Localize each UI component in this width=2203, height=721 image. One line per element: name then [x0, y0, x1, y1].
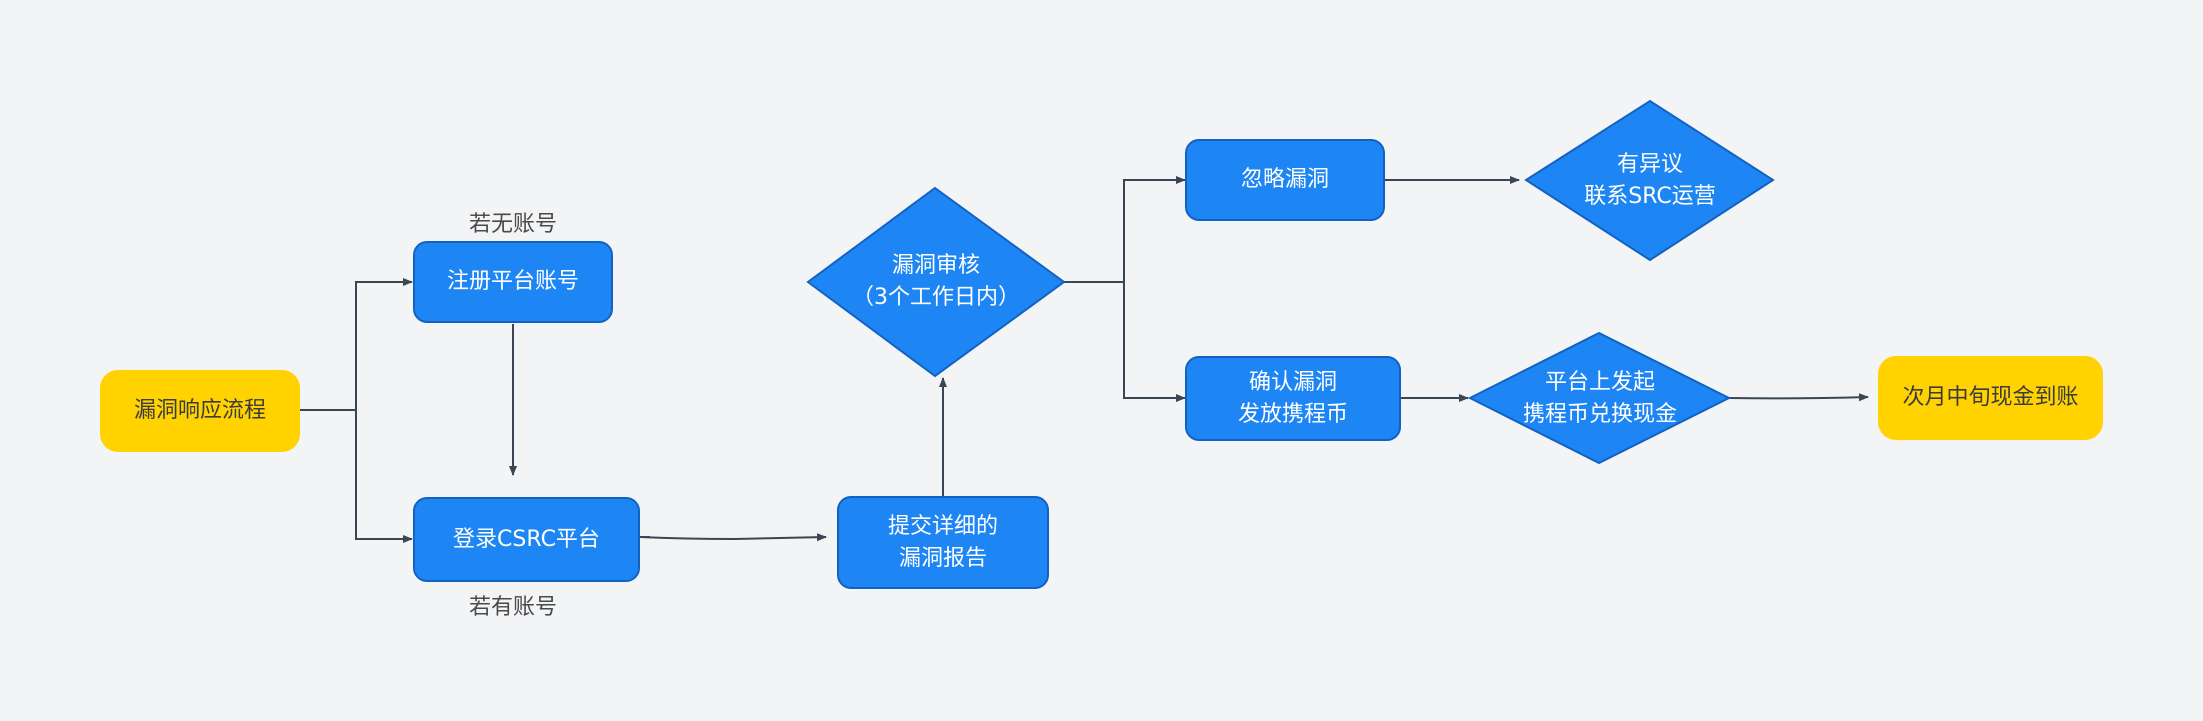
dispute-diamond-shape — [1524, 99, 1775, 262]
review-diamond-shape — [806, 186, 1066, 378]
edge-exchange-to-payout — [1728, 393, 1869, 402]
confirm-node: 确认漏洞 发放携程币 — [1185, 356, 1401, 441]
login-node: 登录CSRC平台 — [413, 497, 640, 582]
ignore-node: 忽略漏洞 — [1185, 139, 1385, 221]
exchange-node: 平台上发起 携程币兑换现金 — [1522, 370, 1677, 427]
register-node: 注册平台账号 — [413, 241, 613, 323]
edge-start-to-register — [300, 278, 413, 411]
dispute-node: 有异议 联系SRC运营 — [1584, 152, 1716, 209]
edge-login-to-submit — [639, 533, 827, 542]
start-node: 漏洞响应流程 — [100, 370, 300, 452]
exchange-diamond-shape — [1467, 331, 1732, 465]
edge-review-to-ignore — [1064, 176, 1186, 283]
edge-review-to-confirm — [1123, 282, 1186, 402]
payout-node: 次月中旬现金到账 — [1878, 356, 2103, 440]
submit-node: 提交详细的 漏洞报告 — [837, 496, 1049, 589]
edge-start-to-login — [355, 410, 413, 543]
has-account-note: 若有账号 — [468, 595, 557, 620]
no-account-note: 若无账号 — [468, 212, 557, 237]
review-node: 漏洞审核 （3个工作日内） — [852, 253, 1020, 310]
